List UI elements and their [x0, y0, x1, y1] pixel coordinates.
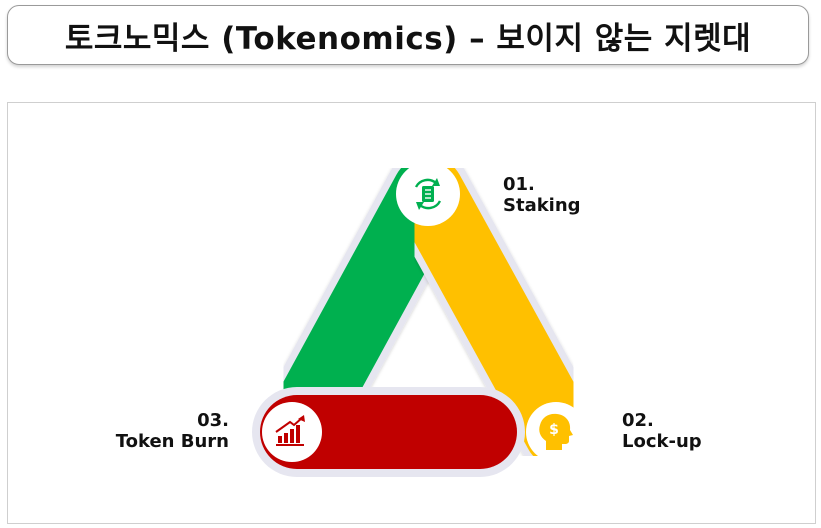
step-name: Token Burn [115, 431, 229, 452]
step-name: Staking [503, 195, 581, 216]
token-burn-node [262, 402, 322, 462]
step-label-lockup: 02. Lock-up [622, 410, 702, 452]
step-number: 03. [197, 410, 229, 431]
page-title: 토크노믹스 (Tokenomics) – 보이지 않는 지렛대 [64, 20, 752, 57]
title-box: 토크노믹스 (Tokenomics) – 보이지 않는 지렛대 [7, 5, 809, 65]
cycle-document-icon [414, 178, 442, 210]
staking-node [396, 162, 460, 226]
yellow-band [385, 149, 603, 475]
step-name: Lock-up [622, 431, 702, 452]
head-dollar-icon: $ [539, 413, 573, 450]
step-number: 02. [622, 410, 654, 431]
step-label-staking: 01. Staking [503, 174, 581, 216]
step-label-token-burn: 03. Token Burn [116, 410, 229, 452]
growth-chart-icon [275, 415, 305, 446]
step-number: 01. [503, 174, 535, 195]
lockup-node: $ [526, 402, 586, 462]
svg-text:$: $ [549, 422, 559, 438]
